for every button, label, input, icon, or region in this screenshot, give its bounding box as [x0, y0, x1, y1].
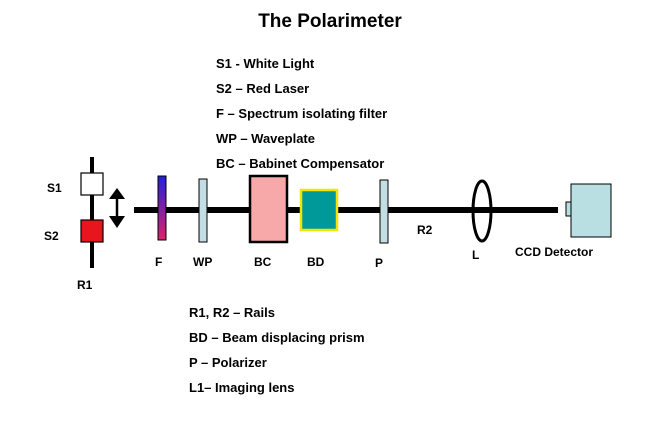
- polarizer-p: [379, 179, 389, 244]
- label-s2: S2: [44, 229, 59, 243]
- legend-item-bd: BD – Beam displacing prism: [189, 330, 365, 345]
- filter-f: [157, 175, 167, 241]
- legend-top: S1 - White Light S2 – Red Laser F – Spec…: [216, 51, 387, 176]
- legend-item-l1: L1– Imaging lens: [189, 380, 295, 395]
- beam-displacing-prism-bd: [299, 188, 339, 232]
- legend-item-s2: S2 – Red Laser: [216, 81, 310, 96]
- legend-item-rails: R1, R2 – Rails: [189, 305, 275, 320]
- waveplate-wp: [198, 178, 208, 243]
- diagram-title: The Polarimeter: [258, 11, 402, 32]
- label-r2: R2: [417, 223, 433, 237]
- label-p: P: [375, 256, 384, 270]
- label-s1: S1: [47, 181, 62, 195]
- label-f: F: [155, 255, 163, 269]
- up-down-arrow-icon: [109, 188, 125, 228]
- label-l: L: [472, 248, 480, 262]
- source-s1-white-light: [80, 172, 104, 196]
- label-wp: WP: [193, 255, 213, 269]
- legend-item-f: F – Spectrum isolating filter: [216, 106, 388, 121]
- legend-bottom: R1, R2 – Rails BD – Beam displacing pris…: [189, 300, 365, 400]
- legend-item-bc: BC – Babinet Compensator: [216, 156, 385, 171]
- legend-item-p: P – Polarizer: [189, 355, 267, 370]
- label-ccd-detector: CCD Detector: [515, 245, 594, 259]
- source-s2-red-laser: [80, 219, 104, 243]
- ccd-detector: [565, 183, 612, 238]
- label-bc: BC: [254, 255, 272, 269]
- label-bd: BD: [307, 255, 325, 269]
- imaging-lens-l: [471, 179, 493, 243]
- legend-item-wp: WP – Waveplate: [216, 131, 315, 146]
- label-r1: R1: [77, 278, 93, 292]
- babinet-compensator-bc: [248, 174, 289, 244]
- legend-item-s1: S1 - White Light: [216, 56, 315, 71]
